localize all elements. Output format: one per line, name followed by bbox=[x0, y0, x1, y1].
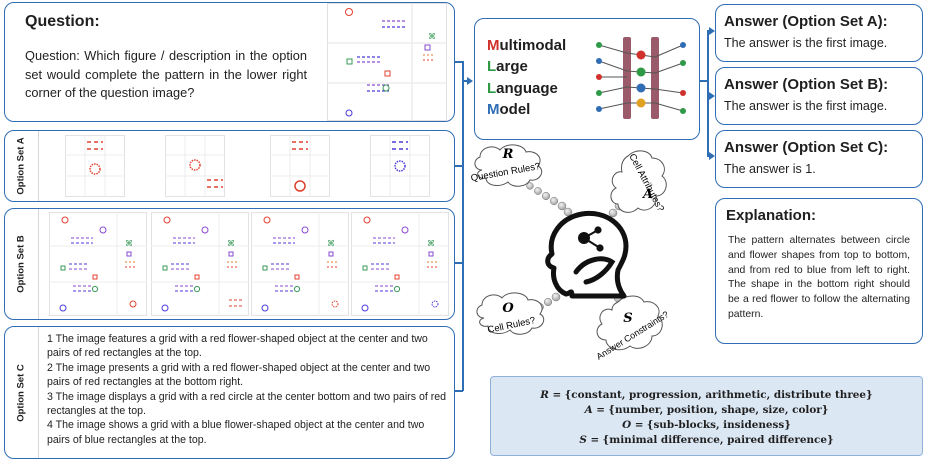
r-letter: R bbox=[502, 147, 514, 162]
svg-text:⌘: ⌘ bbox=[227, 239, 235, 248]
o-letter: O bbox=[502, 301, 514, 316]
connector-option-b bbox=[455, 262, 463, 264]
connector-option-c bbox=[455, 390, 463, 392]
option-set-b-label: Option Set B bbox=[5, 209, 39, 319]
model-line-2: Large bbox=[487, 58, 528, 76]
explanation-text: The pattern alternates between circle an… bbox=[728, 235, 910, 320]
question-panel: Question: Question: Which figure / descr… bbox=[4, 2, 455, 122]
model-line-3: Language bbox=[487, 79, 558, 97]
option-a-image-4[interactable] bbox=[370, 135, 430, 197]
svg-text:⌘: ⌘ bbox=[125, 239, 133, 248]
svg-text:⌘: ⌘ bbox=[327, 239, 335, 248]
a-letter: A bbox=[641, 187, 653, 202]
connector-vertical bbox=[462, 61, 464, 391]
answer-b-text: The answer is the first image. bbox=[724, 99, 888, 113]
definition-s: S = {minimal difference, paired differen… bbox=[579, 434, 834, 447]
definition-a: A = {number, position, shape, size, colo… bbox=[584, 404, 829, 417]
definitions-box: R = {constant, progression, arithmetic, … bbox=[490, 376, 923, 456]
option-a-image-3[interactable] bbox=[270, 135, 330, 197]
explanation-title: Explanation: bbox=[726, 207, 817, 224]
option-c-item-4[interactable]: 4 The image shows a grid with a blue flo… bbox=[47, 419, 425, 446]
explanation-panel: Explanation: The pattern alternates betw… bbox=[715, 198, 923, 344]
connector-question bbox=[455, 61, 463, 63]
option-c-item-2[interactable]: 2 The image presents a grid with a red f… bbox=[47, 361, 431, 389]
answer-a-text: The answer is the first image. bbox=[724, 36, 888, 50]
connector-model-out bbox=[700, 80, 708, 82]
definition-o: O = {sub-blocks, insideness} bbox=[622, 419, 791, 432]
definition-r: R = {constant, progression, arithmetic, … bbox=[540, 389, 873, 401]
option-a-image-2[interactable] bbox=[165, 135, 225, 197]
mllm-box: Multimodal Large Language Model bbox=[474, 18, 700, 140]
arrow-answer-b bbox=[709, 92, 715, 100]
answer-a-panel: Answer (Option Set A): The answer is the… bbox=[715, 4, 923, 62]
answer-c-title: Answer (Option Set C): bbox=[724, 139, 889, 156]
option-set-a-label: Option Set A bbox=[5, 131, 39, 201]
reasoning-diagram: R Question Rules? A Cell Attributes? O C… bbox=[470, 144, 670, 362]
option-c-item-3[interactable]: 3 The image displays a grid with a red c… bbox=[47, 390, 447, 418]
option-set-b-panel: Option Set B ⌘ bbox=[4, 208, 455, 320]
svg-text:⌘: ⌘ bbox=[427, 239, 435, 248]
arrow-to-model bbox=[467, 77, 473, 85]
connector-option-a bbox=[455, 165, 463, 167]
connector-answers-vertical bbox=[707, 30, 709, 156]
answer-b-title: Answer (Option Set B): bbox=[724, 76, 889, 93]
neural-network-icon bbox=[596, 37, 686, 119]
option-set-a-panel: Option Set A bbox=[4, 130, 455, 202]
answer-c-panel: Answer (Option Set C): The answer is 1. bbox=[715, 130, 923, 188]
svg-text:⌘: ⌘ bbox=[428, 32, 436, 41]
model-line-4: Model bbox=[487, 100, 531, 118]
head-thinking-icon bbox=[545, 210, 629, 299]
arrow-answer-c bbox=[709, 152, 715, 160]
connector-to-model bbox=[462, 80, 468, 82]
option-a-image-1[interactable] bbox=[65, 135, 125, 197]
answer-c-text: The answer is 1. bbox=[724, 162, 816, 176]
option-c-item-1[interactable]: 1 The image features a grid with a red f… bbox=[47, 333, 428, 360]
question-title: Question: bbox=[25, 13, 100, 30]
model-line-1: Multimodal bbox=[487, 37, 567, 54]
question-text: Question: Which figure / description in … bbox=[25, 48, 307, 101]
answer-a-title: Answer (Option Set A): bbox=[724, 13, 888, 30]
option-set-c-label: Option Set C bbox=[5, 327, 39, 458]
arrow-answer-a bbox=[709, 27, 715, 35]
answer-b-panel: Answer (Option Set B): The answer is the… bbox=[715, 67, 923, 125]
question-image: ⌘ bbox=[327, 3, 447, 121]
option-set-c-panel: Option Set C 1 The image features a grid… bbox=[4, 326, 455, 459]
s-letter: S bbox=[623, 311, 632, 326]
